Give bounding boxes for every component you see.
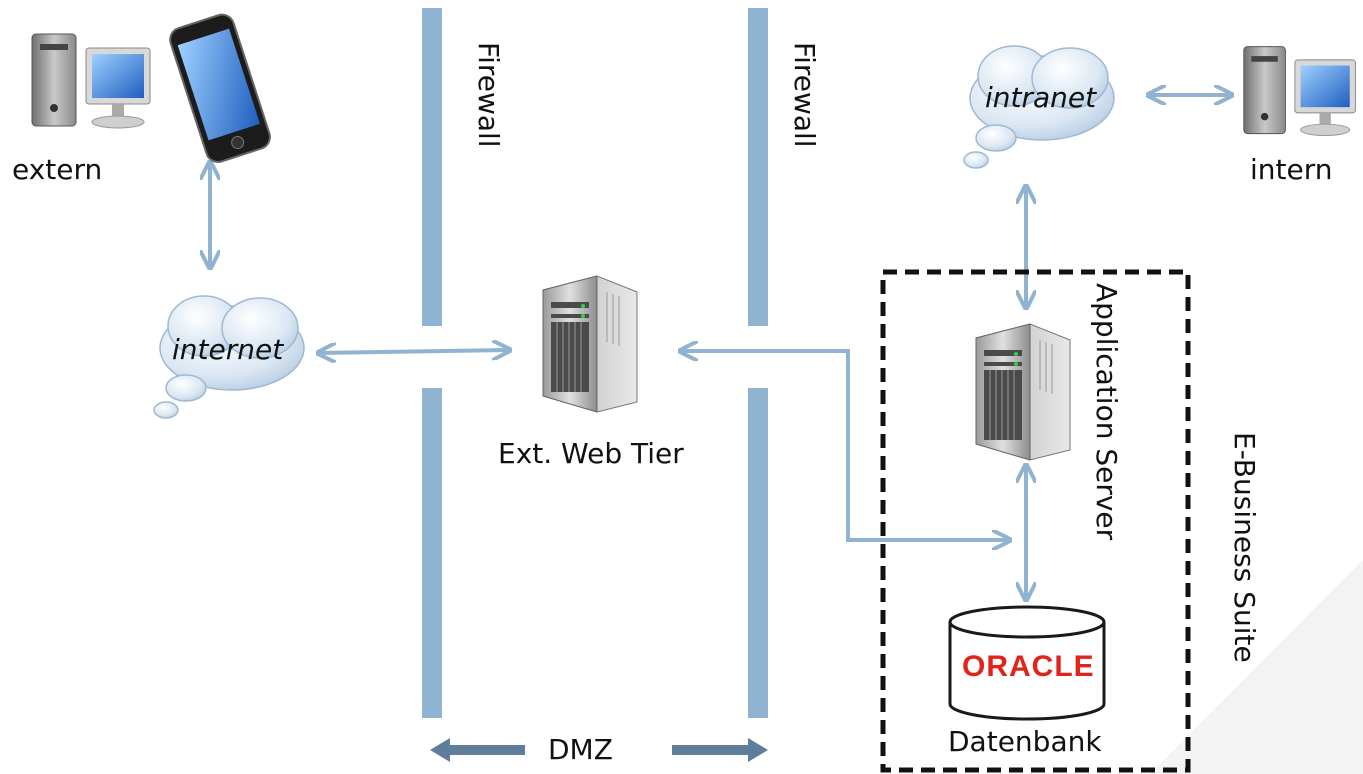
label-app-server: Application Server [1090,283,1123,541]
oracle-logo: ORACLE [962,650,1095,683]
server-tower-icon-appserver [975,323,1071,461]
database-cylinder-icon [948,605,1106,721]
label-web-tier: Ext. Web Tier [498,437,684,470]
dmz-left-arrow [430,738,525,762]
firewall-bar-left-top [422,8,442,326]
connector-internet-webtier [318,350,510,353]
server-tower-icon-webtier [542,275,638,413]
connector-webtier-appserver [680,351,1010,540]
label-database: Datenbank [948,725,1102,758]
label-ebs: E-Business Suite [1228,432,1261,663]
cloud-icon-internet [153,295,305,419]
cloud-icon-intranet [963,45,1115,169]
label-internet: internet [172,333,284,366]
desktop-computer-icon [31,33,151,129]
label-firewall-right: Firewall [788,42,821,148]
label-extern: extern [12,153,103,186]
label-firewall-left: Firewall [472,42,505,148]
firewall-bar-left-bottom [422,388,442,718]
dmz-right-arrow [672,738,768,762]
label-intranet: intranet [985,81,1097,114]
ebs-boundary [880,269,1191,773]
label-dmz: DMZ [548,733,613,766]
desktop-computer-icon-intern [1243,46,1356,137]
firewall-bar-right-top [748,8,768,326]
smartphone-icon [169,13,271,163]
label-intern: intern [1250,153,1333,186]
